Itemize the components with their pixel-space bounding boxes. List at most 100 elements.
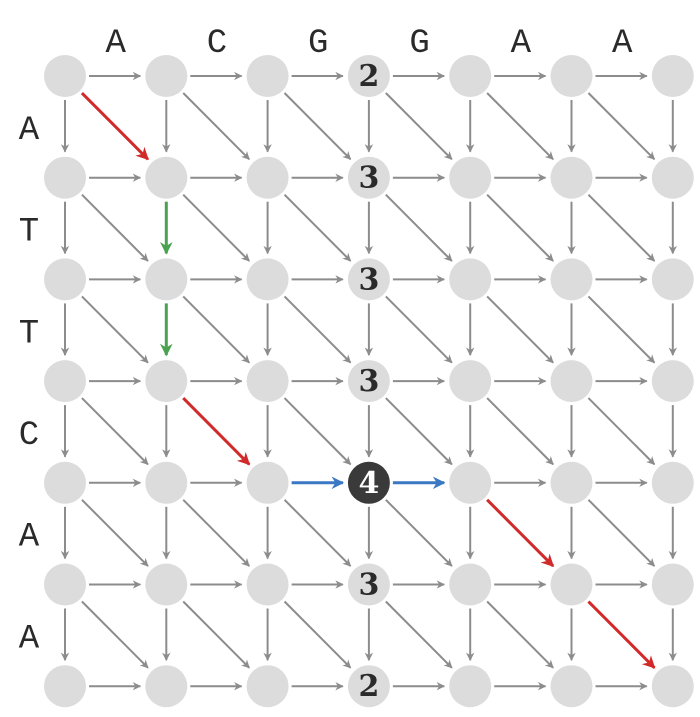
- edge-0-3-to-1-4: [385, 92, 453, 160]
- node-value-2: 3: [358, 262, 379, 297]
- left-sequence-letter: T: [19, 315, 39, 353]
- edge-1-1-to-2-2: [182, 193, 250, 262]
- edge-5-5-to-6-6: [587, 600, 656, 669]
- edge-4-5-to-5-6: [587, 499, 656, 567]
- edge-1-2-to-2-3: [283, 193, 352, 262]
- node-2-1: [145, 258, 188, 301]
- node-value-5: 3: [358, 568, 379, 603]
- node-0-3: [347, 55, 390, 97]
- edge-5-2-to-6-3: [283, 600, 352, 669]
- node-6-3: [347, 665, 390, 708]
- edge-1-4-to-2-5: [486, 193, 554, 262]
- node-4-0: [44, 461, 86, 504]
- node-0-0: [44, 55, 86, 97]
- node-1-3: [347, 156, 390, 199]
- node-3-5: [550, 360, 593, 403]
- edge-2-0-to-3-1: [81, 295, 149, 364]
- top-sequence-letter: C: [207, 25, 227, 63]
- top-sequence-letter: A: [511, 25, 532, 63]
- edge-0-4-to-1-5: [486, 92, 554, 160]
- edge-1-3-to-2-4: [385, 193, 453, 262]
- node-1-4: [449, 156, 492, 199]
- node-3-3: [347, 360, 390, 403]
- node-5-6: [651, 563, 694, 606]
- edge-3-5-to-4-6: [587, 397, 656, 466]
- node-4-6: [651, 461, 694, 504]
- edge-3-4-to-4-5: [486, 397, 554, 466]
- edge-3-2-to-4-3: [283, 397, 352, 466]
- node-4-5: [550, 461, 593, 504]
- node-5-2: [246, 563, 289, 606]
- node-6-6: [651, 665, 694, 708]
- left-sequence-letter: A: [19, 112, 40, 150]
- node-1-5: [550, 156, 593, 199]
- edge-0-2-to-1-3: [283, 92, 352, 160]
- edge-4-3-to-5-4: [385, 499, 453, 567]
- node-6-1: [145, 665, 188, 708]
- node-1-6: [651, 156, 694, 199]
- edge-4-4-to-5-5: [486, 498, 555, 568]
- top-sequence-letter: G: [308, 25, 328, 63]
- edge-4-1-to-5-2: [182, 499, 250, 567]
- left-sequence-letter: A: [19, 519, 40, 557]
- node-value-6: 2: [358, 669, 379, 704]
- node-3-1: [145, 360, 188, 403]
- node-0-6: [651, 55, 694, 97]
- node-4-1: [145, 461, 188, 504]
- left-sequence-letter: A: [19, 620, 40, 658]
- node-5-0: [44, 563, 86, 606]
- edge-3-1-to-4-2: [182, 397, 251, 466]
- node-value-3: 3: [358, 364, 379, 399]
- node-0-1: [145, 55, 188, 97]
- highlighted-edge-layer: [80, 91, 656, 669]
- node-2-2: [246, 258, 289, 301]
- edge-0-0-to-1-1: [80, 91, 150, 161]
- edge-3-3-to-4-4: [385, 397, 453, 466]
- node-6-2: [246, 665, 289, 708]
- node-2-6: [651, 258, 694, 301]
- node-5-5: [550, 563, 593, 606]
- edge-2-3-to-3-4: [385, 295, 453, 364]
- left-sequence-letter: T: [19, 214, 39, 252]
- edge-1-5-to-2-6: [587, 193, 656, 262]
- node-4-2: [246, 461, 289, 504]
- node-4-3: [347, 461, 390, 504]
- node-5-4: [449, 563, 492, 606]
- node-0-2: [246, 55, 289, 97]
- edge-0-1-to-1-2: [182, 92, 250, 160]
- edge-5-1-to-6-2: [182, 600, 250, 669]
- edge-5-4-to-6-5: [486, 600, 554, 669]
- edge-layer: [60, 71, 677, 691]
- node-5-1: [145, 563, 188, 606]
- edge-4-2-to-5-3: [283, 499, 352, 567]
- edge-5-0-to-6-1: [81, 600, 149, 669]
- node-2-0: [44, 258, 86, 301]
- node-6-5: [550, 665, 593, 708]
- node-2-4: [449, 258, 492, 301]
- node-0-4: [449, 55, 492, 97]
- node-5-3: [347, 563, 390, 606]
- node-0-5: [550, 55, 593, 97]
- node-2-3: [347, 258, 390, 301]
- top-sequence-letter: G: [409, 25, 429, 63]
- left-sequence-letter: C: [19, 417, 39, 455]
- node-6-4: [449, 665, 492, 708]
- node-value-4: 4: [358, 466, 379, 501]
- node-value-1: 3: [358, 161, 379, 196]
- edge-4-0-to-5-1: [81, 499, 149, 567]
- node-1-1: [145, 156, 188, 199]
- edge-2-5-to-3-6: [587, 295, 656, 364]
- edge-3-0-to-4-1: [81, 397, 149, 466]
- edge-2-2-to-3-3: [283, 295, 352, 364]
- node-3-4: [449, 360, 492, 403]
- edge-5-3-to-6-4: [385, 600, 453, 669]
- edge-2-1-to-3-2: [182, 295, 250, 364]
- top-sequence-letter: A: [105, 25, 126, 63]
- node-2-5: [550, 258, 593, 301]
- sequence-label-layer: A C G G A A A T T C A A: [19, 25, 633, 658]
- edge-0-5-to-1-6: [587, 92, 656, 160]
- top-sequence-letter: A: [612, 25, 633, 63]
